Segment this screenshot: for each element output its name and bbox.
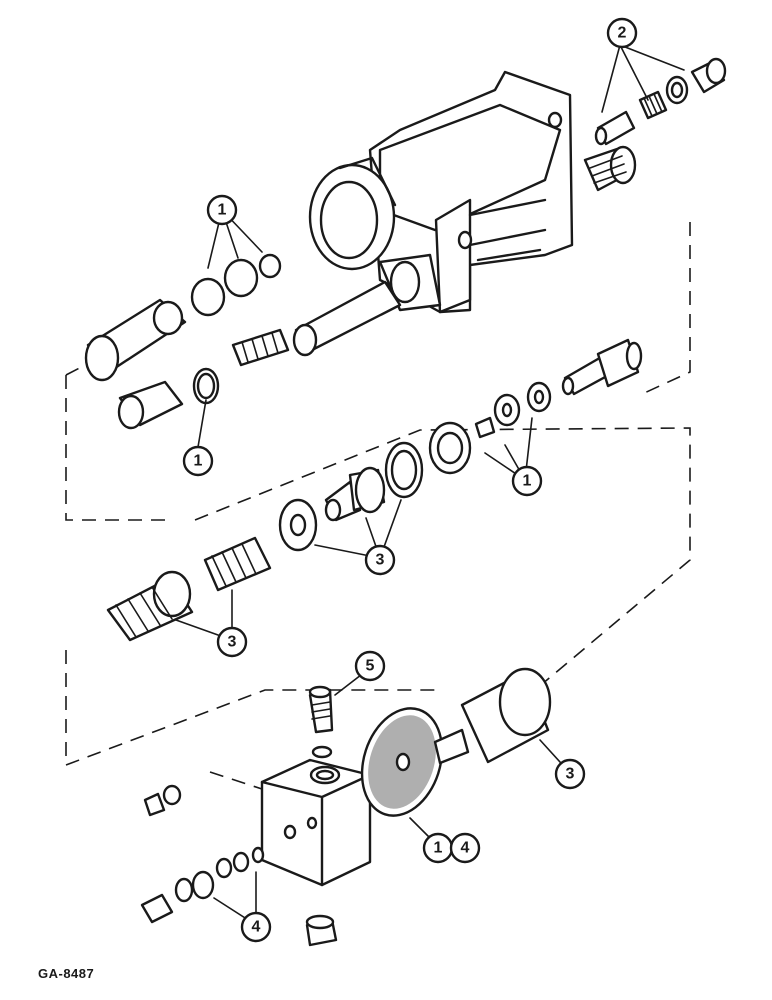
- callout-1-right: 1: [511, 465, 543, 497]
- callout-3-spring: 3: [216, 626, 248, 658]
- spool-assembly-parts: [84, 253, 402, 430]
- callout-1-top: 1: [206, 194, 238, 226]
- callout-3-mid: 3: [364, 544, 396, 576]
- callout-4-bottom: 4: [240, 911, 272, 943]
- drawing-reference-code: GA-8487: [38, 966, 95, 981]
- callout-2-top-label: 2: [618, 25, 627, 42]
- dashed-assembly-lines: [65, 222, 691, 791]
- piston-and-seats: [278, 338, 643, 552]
- callout-3-mid-label: 3: [376, 552, 385, 569]
- callout-1-valve-label: 1: [434, 840, 443, 857]
- callout-5-plug-label: 5: [366, 658, 375, 675]
- callout-1-left-label: 1: [194, 453, 203, 470]
- accumulator-cylinder: [433, 667, 552, 765]
- callout-1-right-label: 1: [523, 473, 532, 490]
- callout-2-top: 2: [606, 17, 638, 49]
- callout-3-cylinder-label: 3: [566, 766, 575, 783]
- callout-5-plug: 5: [354, 650, 386, 682]
- filter-disc: [360, 707, 444, 817]
- callout-1-top-label: 1: [218, 202, 227, 219]
- callout-4-valve: 4: [449, 832, 481, 864]
- callout-1-left: 1: [182, 445, 214, 477]
- callout-3-spring-label: 3: [228, 634, 237, 651]
- relief-valve-parts: [583, 57, 727, 192]
- valve-body: [140, 685, 372, 947]
- callout-1-valve: 1: [422, 832, 454, 864]
- main-housing: [308, 70, 574, 314]
- springs: [106, 536, 272, 642]
- callout-4-bottom-label: 4: [252, 919, 261, 936]
- callout-4-valve-label: 4: [461, 840, 470, 857]
- callout-3-cylinder: 3: [554, 758, 586, 790]
